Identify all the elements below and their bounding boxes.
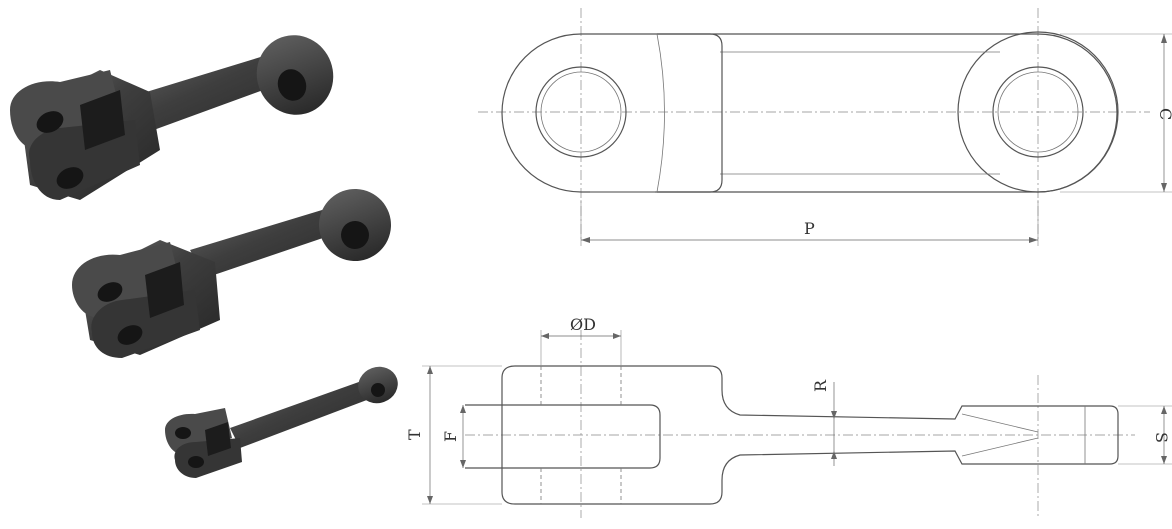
label-p: P bbox=[804, 219, 815, 238]
label-s: S bbox=[1152, 432, 1171, 443]
photo-forged-link-large bbox=[10, 35, 334, 200]
photo-forged-link-medium bbox=[72, 189, 391, 358]
label-f: F bbox=[441, 431, 460, 442]
photo-forged-link-small bbox=[165, 366, 398, 478]
label-t: T bbox=[405, 429, 424, 440]
label-c: C bbox=[1156, 108, 1172, 120]
label-r: R bbox=[811, 379, 830, 392]
label-d: ØD bbox=[570, 315, 596, 334]
drawing-top-view: P C bbox=[478, 8, 1172, 246]
drawing-side-view: ØD T F R S bbox=[405, 315, 1172, 518]
